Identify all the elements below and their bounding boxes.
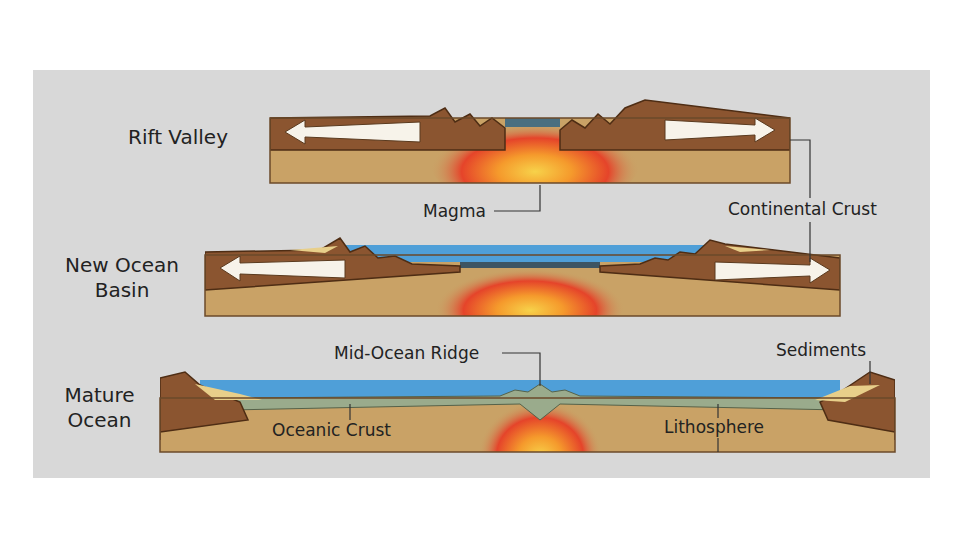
part-label: Mid-Ocean Ridge bbox=[334, 343, 514, 364]
rift-floor bbox=[505, 118, 560, 127]
part-label: Lithosphere bbox=[664, 417, 794, 438]
continental-crust bbox=[160, 372, 248, 440]
oceanic-crust-layer bbox=[230, 384, 840, 420]
sediment-layer bbox=[290, 246, 338, 253]
leader-line bbox=[494, 185, 540, 211]
rift-floor bbox=[460, 262, 600, 268]
sediment-layer bbox=[815, 385, 880, 402]
part-label: Sediments bbox=[776, 340, 896, 361]
section-outline bbox=[270, 118, 790, 183]
stage-title: Rift Valley bbox=[128, 125, 268, 150]
stage-title: Mature Ocean bbox=[52, 383, 147, 433]
spreading-arrow bbox=[665, 118, 775, 142]
spreading-arrow bbox=[715, 258, 830, 283]
continental-crust bbox=[205, 238, 460, 290]
part-label: Continental Crust bbox=[728, 199, 918, 220]
leader-line bbox=[717, 404, 718, 418]
new-ocean-section bbox=[205, 238, 840, 316]
leader-line bbox=[349, 404, 350, 420]
sediment-layer bbox=[725, 246, 770, 252]
spreading-arrow bbox=[285, 120, 420, 144]
stage-title: New Ocean Basin bbox=[52, 253, 192, 303]
part-label: Oceanic Crust bbox=[272, 420, 432, 441]
continental-crust bbox=[600, 240, 840, 290]
leader-lines bbox=[350, 140, 870, 452]
mature-ocean-section bbox=[160, 372, 895, 452]
continental-crust bbox=[820, 372, 895, 440]
background-panel bbox=[33, 70, 930, 478]
continental-crust bbox=[560, 100, 790, 150]
leader-line bbox=[809, 222, 810, 262]
section-outline bbox=[205, 255, 840, 316]
part-label: Magma bbox=[423, 201, 503, 222]
rift-valley-section bbox=[270, 100, 790, 183]
section-outline bbox=[160, 398, 895, 452]
leader-line bbox=[869, 361, 870, 384]
spreading-arrow bbox=[220, 256, 345, 281]
leader-line bbox=[502, 353, 540, 386]
leader-line bbox=[717, 438, 718, 452]
leader-line bbox=[790, 140, 810, 198]
magma-plume bbox=[435, 260, 625, 316]
continental-crust bbox=[270, 108, 505, 150]
